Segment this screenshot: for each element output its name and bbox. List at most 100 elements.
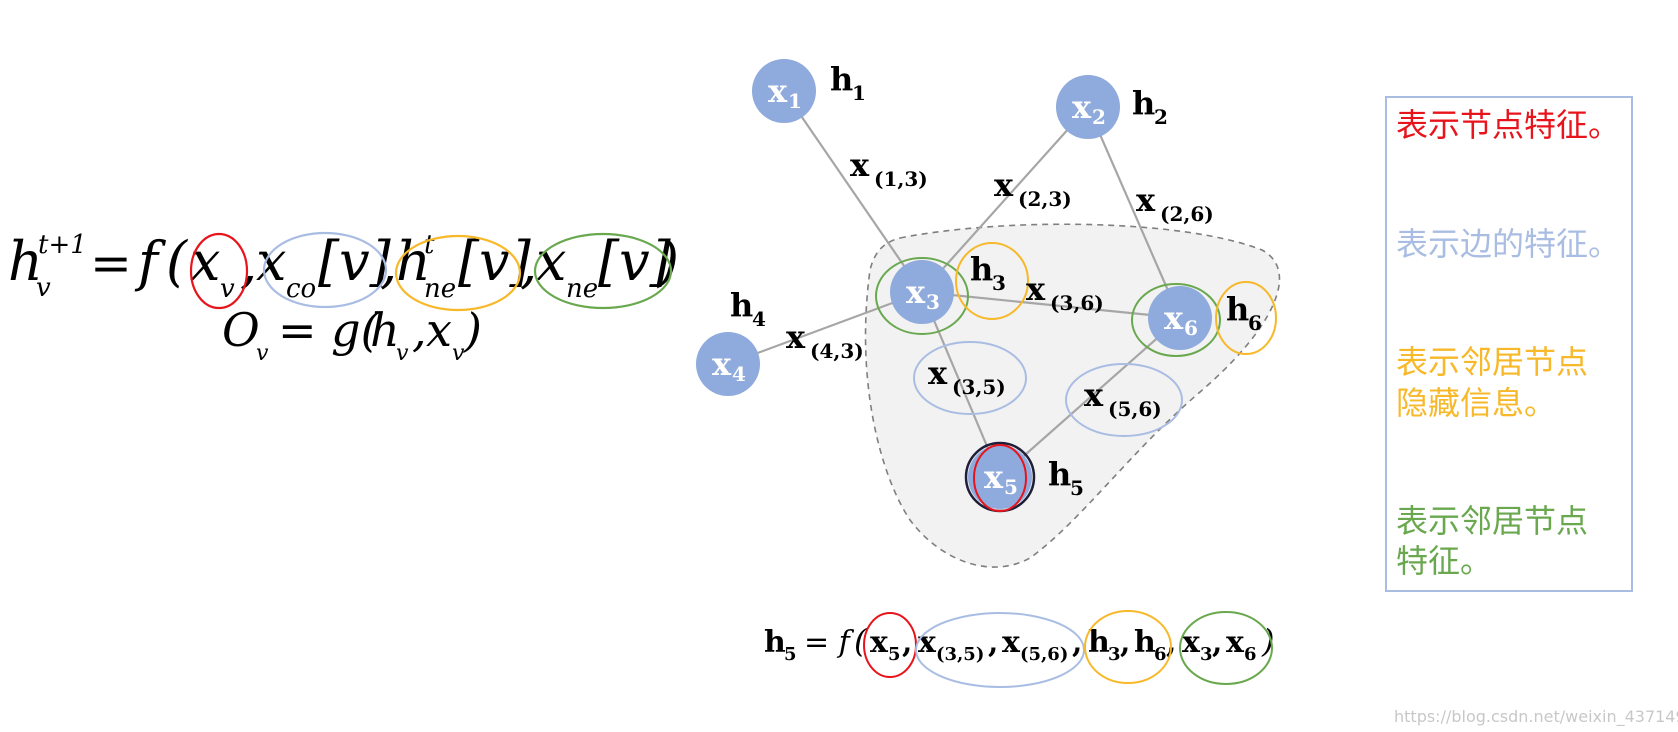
edge-label-2-3: x bbox=[994, 166, 1014, 204]
output-x: x bbox=[426, 303, 452, 357]
edge-5-6 bbox=[999, 317, 1181, 478]
h5f-c3: , bbox=[1072, 625, 1082, 660]
formula-comma-1: , bbox=[240, 232, 257, 295]
highlight-h6-orange bbox=[1215, 281, 1277, 355]
highlight-xco-blue bbox=[262, 231, 388, 309]
formula-func-f: f bbox=[134, 230, 166, 293]
h6-label: h bbox=[1226, 290, 1249, 328]
edge-feature-labels: x (1,3) x (2,3) x (2,6) x (3,6) x (4,3) … bbox=[786, 146, 1214, 421]
node-x1-label: x bbox=[768, 72, 788, 110]
formula-lhs-sup: t+1 bbox=[38, 230, 87, 260]
h3-sub: 3 bbox=[992, 271, 1006, 295]
edge-label-5-6-sub: (5,6) bbox=[1108, 397, 1162, 421]
edge-label-2-6: x bbox=[1136, 181, 1156, 219]
h5f-lhs-sub: 5 bbox=[784, 644, 797, 665]
edge-4-3 bbox=[727, 290, 923, 366]
hidden-state-labels: h 1 h 2 h 3 h 4 h 5 h 6 bbox=[730, 60, 1262, 500]
term-hne-sup: t bbox=[424, 230, 435, 260]
h5f-e: h bbox=[1134, 625, 1156, 660]
h5-formula: h 5 = f ( x 5 , x (3,5) , x (5,6) , h 3 … bbox=[764, 610, 1274, 688]
output-h-sub: v bbox=[396, 341, 409, 366]
node-x3-sub: 3 bbox=[926, 290, 940, 314]
edge-label-4-3-sub: (4,3) bbox=[810, 339, 864, 363]
output-lhs-o: O bbox=[222, 303, 260, 357]
legend-box bbox=[1385, 96, 1633, 592]
legend-neighbor-hidden-1: 表示邻居节点 bbox=[1396, 343, 1588, 381]
h5f-c2: , bbox=[988, 625, 998, 660]
node-x2 bbox=[1056, 75, 1120, 139]
term-xne: x bbox=[536, 230, 566, 293]
highlight-hne-orange bbox=[394, 234, 522, 312]
h3-label: h bbox=[970, 250, 993, 288]
legend-edge-feature: 表示边的特征。 bbox=[1396, 225, 1620, 263]
node-x4-sub: 4 bbox=[732, 362, 746, 386]
node-x2-sub: 2 bbox=[1092, 105, 1106, 129]
h5f-highlight-blue bbox=[915, 612, 1085, 688]
term-xco-sub: co bbox=[286, 274, 316, 304]
highlight-x3-green bbox=[875, 257, 969, 335]
node-x1-sub: 1 bbox=[788, 89, 802, 113]
formula-open: ( bbox=[166, 230, 189, 293]
node-x5-label: x bbox=[984, 458, 1004, 496]
term-xv-sub: v bbox=[220, 274, 235, 304]
highlight-x6-green bbox=[1131, 283, 1221, 357]
node-x3 bbox=[890, 260, 954, 324]
h5-sub: 5 bbox=[1070, 476, 1084, 500]
h5f-d: h bbox=[1088, 625, 1110, 660]
edge-label-4-3: x bbox=[786, 318, 806, 356]
highlight-x5-red bbox=[973, 444, 1027, 512]
highlight-edge-5-6 bbox=[1065, 363, 1183, 437]
h5f-b: x bbox=[918, 625, 937, 660]
h1-sub: 1 bbox=[852, 81, 866, 105]
term-xco-arg: [v] bbox=[318, 230, 392, 293]
highlight-edge-3-5 bbox=[913, 341, 1027, 415]
output-h: h bbox=[370, 303, 400, 357]
h6-sub: 6 bbox=[1248, 311, 1262, 335]
highlight-xv-red bbox=[189, 232, 249, 310]
h5f-f-sub: 3 bbox=[1200, 644, 1213, 665]
h5f-c: x bbox=[1002, 625, 1021, 660]
legend-node-feature: 表示节点特征。 bbox=[1396, 106, 1620, 144]
legend-neighbor-feature-1: 表示邻居节点 bbox=[1396, 502, 1588, 540]
node-x5 bbox=[968, 445, 1032, 509]
edge-label-1-3: x bbox=[850, 146, 870, 184]
node-x6 bbox=[1148, 286, 1212, 350]
h5f-a-sub: 5 bbox=[888, 644, 901, 665]
main-formula: h t+1 v = f ( x v , x co [v] , h t ne [v… bbox=[8, 230, 679, 312]
node-x3-label: x bbox=[906, 273, 926, 311]
h5f-c6: , bbox=[1212, 625, 1222, 660]
formula-comma-3: , bbox=[520, 232, 537, 295]
edge-1-3 bbox=[783, 90, 923, 293]
h5f-c-sub: (5,6) bbox=[1020, 644, 1068, 665]
h5f-g-sub: 6 bbox=[1244, 644, 1257, 665]
h5f-d-sub: 3 bbox=[1108, 644, 1121, 665]
legend: 表示节点特征。 表示边的特征。 表示邻居节点 隐藏信息。 表示邻居节点 特征。 bbox=[1385, 96, 1633, 592]
edge-label-2-3-sub: (2,3) bbox=[1018, 187, 1072, 211]
h4-label: h bbox=[730, 286, 753, 324]
edge-2-3 bbox=[921, 106, 1089, 293]
h5f-b-sub: (3,5) bbox=[936, 644, 984, 665]
term-xv: x bbox=[190, 230, 220, 293]
node-x4 bbox=[696, 332, 760, 396]
h5f-c1: , bbox=[902, 625, 912, 660]
edge-label-3-5-sub: (3,5) bbox=[952, 375, 1006, 399]
term-xco: x bbox=[256, 230, 286, 293]
formula-lhs-h: h bbox=[8, 230, 43, 293]
formula-lhs-sub: v bbox=[36, 273, 51, 303]
edge-label-3-6: x bbox=[1026, 270, 1046, 308]
h5f-f: x bbox=[1182, 625, 1201, 660]
h5f-highlight-orange bbox=[1084, 610, 1172, 684]
h5f-a: x bbox=[870, 625, 889, 660]
term-xne-arg: [v] bbox=[598, 230, 672, 293]
h5-label: h bbox=[1048, 455, 1071, 493]
edge-label-3-5: x bbox=[928, 354, 948, 392]
h2-sub: 2 bbox=[1154, 105, 1168, 129]
h5f-highlight-green bbox=[1179, 611, 1273, 685]
edge-label-3-6-sub: (3,6) bbox=[1050, 291, 1104, 315]
edge-2-6 bbox=[1086, 106, 1182, 319]
output-lhs-sub: v bbox=[256, 341, 269, 366]
h5f-eq: = f bbox=[804, 625, 855, 660]
output-close: ) bbox=[463, 303, 482, 357]
highlight-xne-green bbox=[533, 232, 673, 310]
